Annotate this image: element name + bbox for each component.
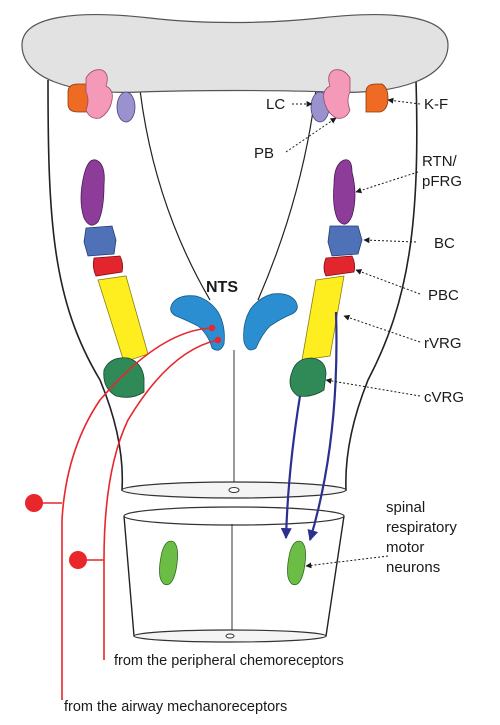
spinal-top-ellipse: [124, 507, 344, 525]
label-spinal-line4: neurons: [386, 559, 440, 576]
label-nts: NTS: [206, 279, 238, 296]
kf-nucleus-left: [68, 84, 88, 112]
ganglion-peripheral: [69, 551, 87, 569]
central-canal-upper: [229, 488, 239, 493]
cvrg-left: [104, 358, 144, 398]
label-pb: PB: [254, 145, 274, 162]
afferent-terminal-2: [215, 337, 221, 343]
label-rtn-line2: pFRG: [422, 173, 462, 190]
label-spinal-line3: motor: [386, 539, 424, 556]
caption-peripheral: from the peripheral chemoreceptors: [114, 653, 344, 669]
label-spinal-line2: respiratory: [386, 519, 457, 536]
bc-right: [328, 226, 362, 256]
label-lc: LC: [266, 96, 285, 113]
label-spinal-line1: spinal: [386, 499, 425, 516]
lc-nucleus-left: [117, 92, 135, 122]
label-rvrg: rVRG: [424, 335, 462, 352]
ganglion-airway: [25, 494, 43, 512]
label-kf: K-F: [424, 96, 448, 113]
label-pbc: PBC: [428, 287, 459, 304]
label-bc: BC: [434, 235, 455, 252]
bc-left: [84, 226, 116, 256]
caption-airway: from the airway mechanoreceptors: [64, 699, 287, 715]
kf-nucleus-right: [366, 84, 388, 112]
label-rtn-line1: RTN/: [422, 153, 458, 170]
label-cvrg: cVRG: [424, 389, 464, 406]
rtn-pfrg-right: [334, 160, 356, 224]
afferent-terminal-1: [209, 325, 215, 331]
central-canal-lower: [226, 634, 234, 638]
